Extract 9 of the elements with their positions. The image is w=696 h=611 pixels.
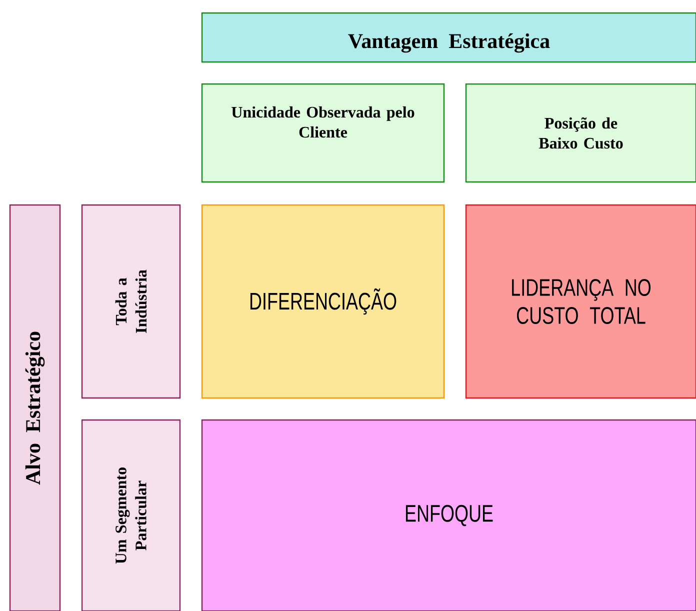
header-box: Vantagem Estratégica: [201, 12, 696, 63]
strategy-box: ENFOQUE: [201, 419, 696, 611]
header-box: Unicidade Observada pelo Cliente: [201, 83, 445, 183]
strategy-box: LIDERANÇA NO CUSTO TOTAL: [465, 204, 696, 399]
header-box: Posição de Baixo Custo: [465, 83, 696, 183]
side-label-box: Um Segmento Particular: [81, 419, 181, 611]
side-label-box: Toda a Indústria: [81, 204, 181, 399]
side-label-box: Alvo Estratégico: [9, 204, 61, 611]
strategy-box: DIFERENCIAÇÃO: [201, 204, 445, 399]
